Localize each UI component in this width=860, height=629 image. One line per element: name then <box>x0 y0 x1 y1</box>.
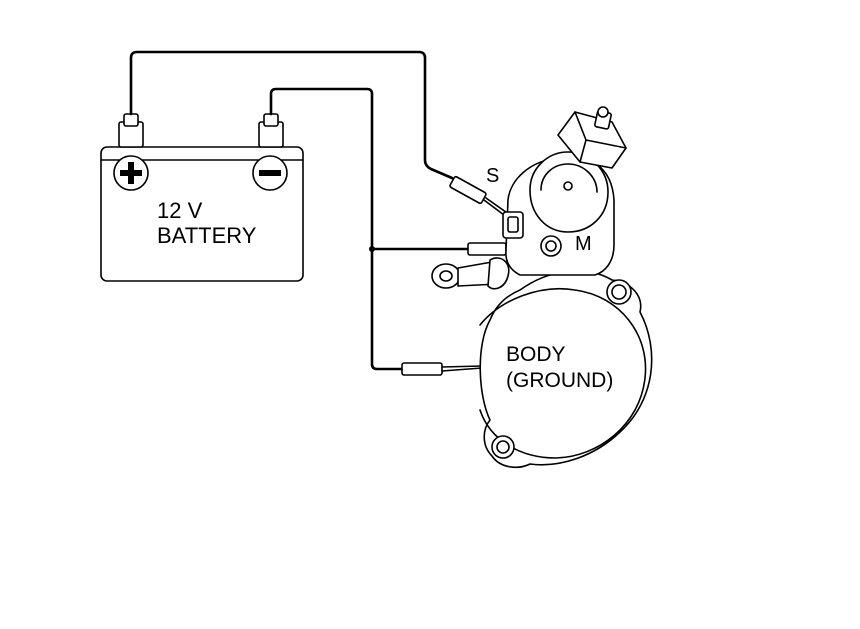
body-ground-clip <box>401 362 483 376</box>
solenoid-top-nut <box>557 106 627 169</box>
negative-terminal-post <box>258 113 284 148</box>
battery: 12 V BATTERY <box>100 113 304 282</box>
upper-bolt-hole-inner <box>611 284 627 300</box>
ground-label: (GROUND) <box>506 369 613 392</box>
terminal-m-label: M <box>575 233 592 255</box>
negative-lead-wire <box>269 87 404 371</box>
lower-bolt-hole-inner <box>496 440 510 454</box>
positive-terminal-post <box>118 113 144 148</box>
wire-junction-dot <box>369 246 375 252</box>
battery-name-label: BATTERY <box>157 223 257 248</box>
positive-symbol-icon <box>113 155 149 191</box>
positive-lead-wire <box>129 50 454 180</box>
negative-symbol-icon <box>252 155 288 191</box>
body-label: BODY <box>506 343 566 366</box>
battery-case <box>100 146 304 282</box>
s-terminal-clip <box>449 175 511 219</box>
terminal-s-label: S <box>486 165 499 187</box>
battery-voltage-label: 12 V <box>157 198 203 223</box>
starter-bore-circle <box>479 288 647 459</box>
motor-lead-ring-lug <box>431 257 510 290</box>
wiring <box>129 50 470 371</box>
m-terminal-stud <box>540 235 562 257</box>
solenoid-cap-ridge <box>540 163 598 193</box>
s-terminal-tab <box>502 211 524 239</box>
solenoid-cap-pin <box>563 181 573 191</box>
starter-motor: S M BODY (GROUND) <box>431 106 653 469</box>
